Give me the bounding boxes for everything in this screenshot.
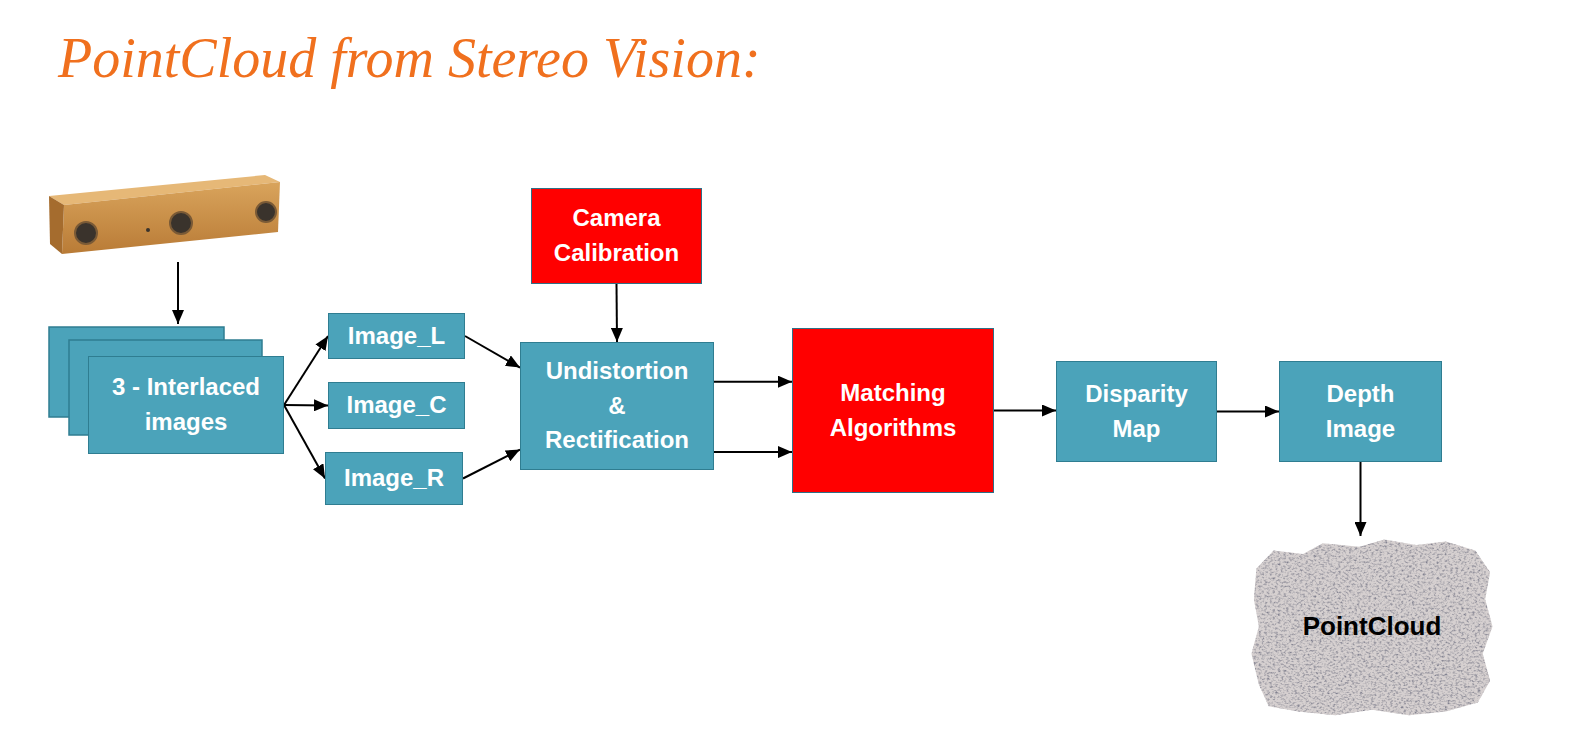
image-box: Image_R xyxy=(325,452,463,505)
flow-arrow xyxy=(714,451,792,453)
image-box: Image_C xyxy=(328,382,465,429)
node-label: 3 - Interlaced images xyxy=(96,370,276,440)
title: PointCloud from Stereo Vision: xyxy=(58,30,761,86)
camera-arrow xyxy=(177,262,179,324)
image-box: Image_L xyxy=(328,313,465,359)
node-label: Matching Algorithms xyxy=(808,376,978,446)
process-box: Disparity Map xyxy=(1056,361,1217,462)
highlight-box: Matching Algorithms xyxy=(792,328,994,493)
flow-arrow xyxy=(1217,411,1279,413)
flow-arrow xyxy=(994,410,1056,412)
node-label: Image_L xyxy=(348,319,445,354)
node-label: Depth Image xyxy=(1301,377,1421,447)
process-box: 3 - Interlaced images xyxy=(88,356,284,454)
flow-arrow xyxy=(284,405,325,479)
process-box: Undistortion & Rectification xyxy=(520,342,714,470)
node-label: PointCloud xyxy=(1303,608,1442,646)
flow-arrow xyxy=(463,450,520,479)
node-label: Image_C xyxy=(346,388,446,423)
flow-arrow xyxy=(1360,462,1362,536)
node-label: Camera Calibration xyxy=(542,201,692,271)
highlight-box: Camera Calibration xyxy=(531,188,702,284)
flow-arrow xyxy=(714,381,792,383)
stereo-camera xyxy=(49,175,280,254)
flow-arrow xyxy=(284,404,328,407)
node-label: Image_R xyxy=(344,461,444,496)
flow-arrow xyxy=(465,336,520,368)
process-box: Depth Image xyxy=(1279,361,1442,462)
flow-arrow xyxy=(616,284,619,342)
node-label: Undistortion & Rectification xyxy=(540,354,695,458)
flow-arrow xyxy=(284,336,328,405)
pointcloud-shape: PointCloud xyxy=(1249,536,1495,717)
node-label: Disparity Map xyxy=(1077,377,1197,447)
